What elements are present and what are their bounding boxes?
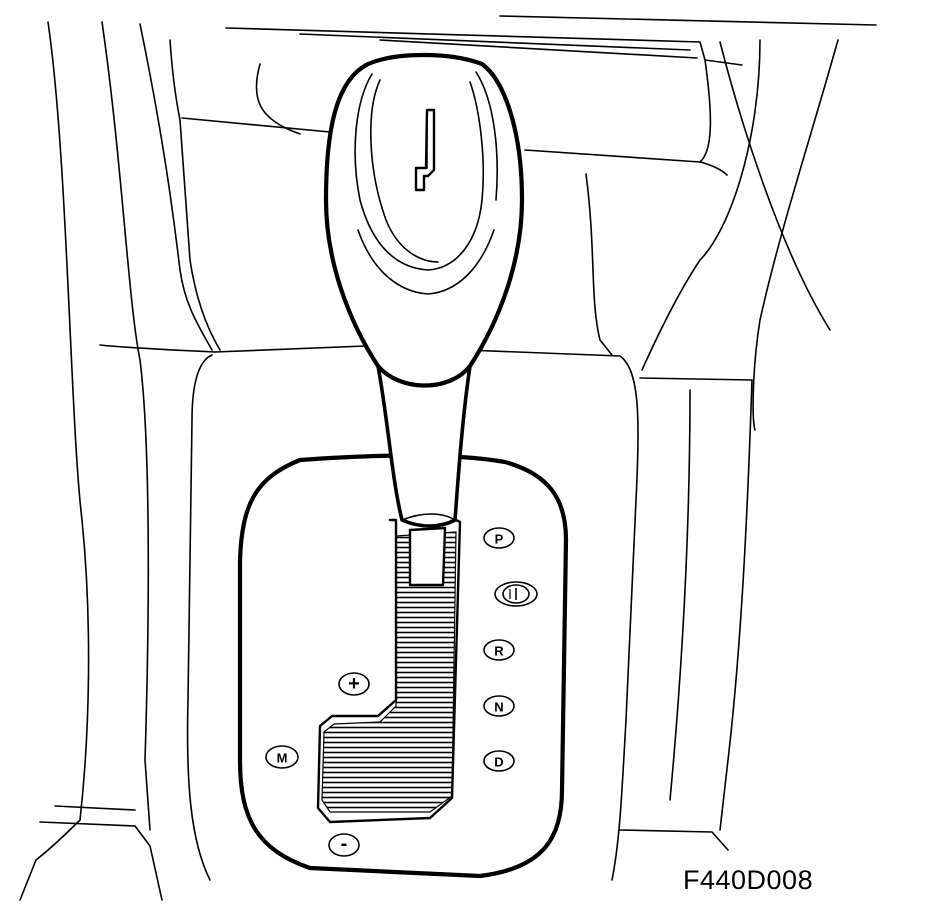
gear-indicator-d: D (483, 750, 515, 772)
manual-downshift-indicator: - (328, 833, 360, 857)
figure-code: F440D008 (683, 865, 814, 895)
upshift-label: + (348, 673, 360, 695)
gear-label-n: N (494, 700, 503, 715)
center-console (19, 15, 877, 901)
gear-indicator-n: N (483, 695, 515, 717)
shift-lever[interactable] (323, 52, 525, 587)
gear-label-r: R (494, 644, 504, 659)
gear-label-d: D (494, 755, 503, 770)
interlock-release-button[interactable] (494, 581, 538, 607)
gear-indicator-r: R (483, 639, 515, 661)
lever-symbol-icon (414, 108, 436, 192)
manual-mode-label: M (277, 751, 288, 766)
downshift-label: - (341, 833, 348, 855)
gate-slot (321, 531, 457, 813)
manual-upshift-indicator: + (338, 672, 370, 696)
gear-knob[interactable] (323, 52, 525, 388)
shift-gate-plate (237, 453, 569, 879)
gear-indicator-p: P (483, 527, 515, 549)
gear-label-p: P (495, 532, 504, 547)
manual-mode-indicator: M (265, 745, 299, 769)
